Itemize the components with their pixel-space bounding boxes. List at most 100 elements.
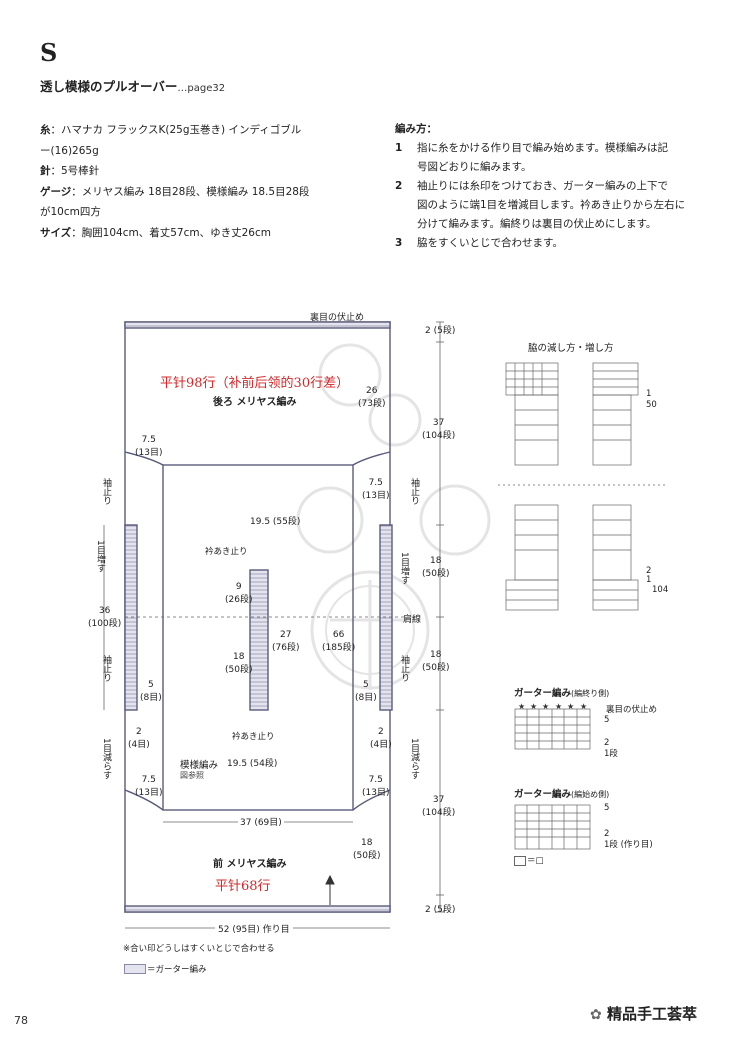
dim-7-5-top-left: 7.5(13目) — [135, 435, 163, 458]
svg-text:★: ★ — [555, 703, 562, 711]
dim-7-5-bottom-left: 7.5(13目) — [135, 775, 163, 798]
dim-36: 36(100段) — [88, 606, 122, 629]
method-step: 3 脇をすくいとじで合わせます。 — [395, 237, 563, 249]
material-line: が10cm四方 — [40, 206, 101, 218]
garter-cast-grid — [514, 804, 591, 850]
dec-right: 1目減らす — [409, 738, 419, 780]
side-chart-top-left — [505, 362, 559, 466]
page-title: 透し模様のプルオーバー…page32 — [40, 76, 225, 95]
title-text: 透し模様のプルオーバー — [40, 79, 178, 94]
back-label: 後ろ メリヤス編み — [213, 397, 297, 408]
side-chart-bottom-left — [505, 504, 559, 611]
bottom-garter-edge — [124, 905, 391, 913]
method-step: 1 指に糸をかける作り目で編み始めます。模様編みは記 号図どおりに編みます。 — [395, 142, 668, 173]
sleeve-stop-left-bottom: 袖止り — [101, 655, 111, 682]
side-r1: 1 — [646, 389, 652, 399]
bottom-rows-label: 2 (5段) — [425, 905, 456, 915]
fold-label: 肩線 — [403, 615, 422, 625]
sleeve-stop-right-bottom: 袖止り — [399, 655, 409, 682]
dim-7-5-bottom-right: 7.5(13目) — [362, 775, 390, 798]
neck-garter-band — [249, 569, 269, 711]
page-number: 78 — [14, 1014, 28, 1027]
dim-5-left: 5(8目) — [140, 680, 162, 703]
top-garter-edge — [124, 321, 391, 329]
garter-bind-grid: ★★★★★★ — [514, 703, 591, 750]
side-r1b: 1 — [646, 575, 652, 585]
dim-66: 66(185段) — [322, 630, 356, 653]
side-r104: 104 — [652, 585, 669, 595]
garter-legend-label: ＝ガーター編み — [147, 965, 207, 975]
dim-37-69: 37 (69目) — [238, 815, 284, 828]
side-chart-title: 脇の減し方・増し方 — [528, 343, 614, 354]
material-line: 針：5号棒針 — [40, 165, 100, 177]
right-garter-band — [379, 524, 393, 711]
side-r50: 50 — [646, 400, 657, 410]
joining-note: ※合い印どうしはすくいとじで合わせる — [123, 944, 275, 954]
dim-2-right: 2(4目) — [370, 727, 392, 750]
garter-legend-swatch — [124, 964, 146, 974]
side-chart-bottom-right — [592, 504, 639, 611]
red-note-bottom: 平针68行 — [215, 879, 271, 894]
dim-37-bottom: 37(104段) — [422, 795, 456, 818]
garter-cast-legend-swatch — [514, 856, 526, 866]
front-label: 前 メリヤス編み — [213, 859, 287, 870]
pattern-label: 模様編み — [180, 760, 219, 771]
dim-5-right: 5(8目) — [355, 680, 377, 703]
neck-open-bottom: 衿あき止り — [232, 732, 275, 742]
red-note-top: 平针98行（补前后领的30行差） — [160, 376, 350, 391]
dim-19-5-bottom: 19.5 (54段) — [227, 759, 278, 769]
dim-26: 26(73段) — [358, 386, 386, 409]
inc-right: 1目増す — [399, 552, 409, 585]
garter-cast-title: ガーター編み(編始め側) — [514, 789, 610, 800]
dim-18-b: 18(50段) — [422, 650, 450, 673]
pattern-panel — [162, 464, 354, 811]
method-step: 2 袖止りには糸印をつけておき、ガーター編みの上下で 図のように端1目を増減目し… — [395, 180, 686, 230]
garter-cast-legend: ＝□ — [527, 856, 544, 866]
sleeve-stop-right-top: 袖止り — [409, 478, 419, 505]
materials-block: 糸：ハマナカ フラックスK(25g玉巻き) インディゴブル ー(16)265g … — [40, 120, 390, 243]
brand-watermark: ✿ 精品手工荟萃 — [590, 1005, 697, 1023]
dim-9: 9(26段) — [225, 582, 253, 605]
material-line: ゲージ：メリヤス編み 18目28段、模様編み 18.5目28段 — [40, 185, 310, 198]
left-garter-band — [124, 524, 138, 711]
dec-left: 1目減らす — [101, 738, 111, 780]
svg-text:★: ★ — [580, 703, 587, 711]
dim-37-top: 37(104段) — [422, 418, 456, 441]
garter-cast-r2: 2 — [604, 829, 610, 839]
side-chart-top-right — [592, 362, 639, 466]
neck-open-top: 衿あき止り — [205, 547, 248, 557]
brand-icon: ✿ — [590, 1007, 602, 1023]
page-reference: …page32 — [177, 83, 226, 94]
bind-off-label: 裏目の伏止め — [310, 313, 365, 323]
svg-text:★: ★ — [530, 703, 537, 711]
dim-18-front: 18(50段) — [353, 838, 381, 861]
watermark-logo — [296, 343, 491, 690]
side-r2: 2 — [646, 566, 652, 576]
pattern-letter: S — [40, 38, 58, 67]
dim-18-a: 18(50段) — [422, 556, 450, 579]
method-block: 編み方： 1 指に糸をかける作り目で編み始めます。模様編みは記 号図どおりに編み… — [395, 120, 715, 253]
dim-27: 27(76段) — [272, 630, 300, 653]
svg-text:★: ★ — [567, 703, 574, 711]
garter-bind-title: ガーター編み(編終り側) — [514, 688, 610, 699]
bottom-width: 52 (95目) 作り目 — [215, 922, 293, 935]
dim-7-5-top-right: 7.5(13目) — [362, 478, 390, 501]
garter-bind-r2: 2 — [604, 738, 610, 748]
dim-19-5-top: 19.5 (55段) — [250, 517, 301, 527]
side-chart-grid — [498, 362, 668, 611]
garter-cast-r5: 5 — [604, 803, 610, 813]
top-rows-label: 2 (5段) — [425, 326, 456, 336]
material-line: サイズ：胸囲104cm、着丈57cm、ゆき丈26cm — [40, 226, 271, 239]
garter-bind-r1: 1段 — [604, 749, 618, 759]
dim-2-left: 2(4目) — [128, 727, 150, 750]
sleeve-stop-left-top: 袖止り — [101, 478, 111, 505]
material-line: 糸：ハマナカ フラックスK(25g玉巻き) インディゴブル — [40, 124, 302, 136]
garter-bind-note: 裏目の伏止め — [606, 705, 658, 715]
material-line: ー(16)265g — [40, 144, 99, 157]
method-heading: 編み方： — [395, 123, 437, 135]
garter-cast-r1: 1段 (作り目) — [604, 840, 653, 850]
inc-left: 1目増す — [95, 540, 105, 573]
dim-18-center: 18(50段) — [225, 652, 253, 675]
pattern-sub: 図参照 — [180, 771, 204, 780]
